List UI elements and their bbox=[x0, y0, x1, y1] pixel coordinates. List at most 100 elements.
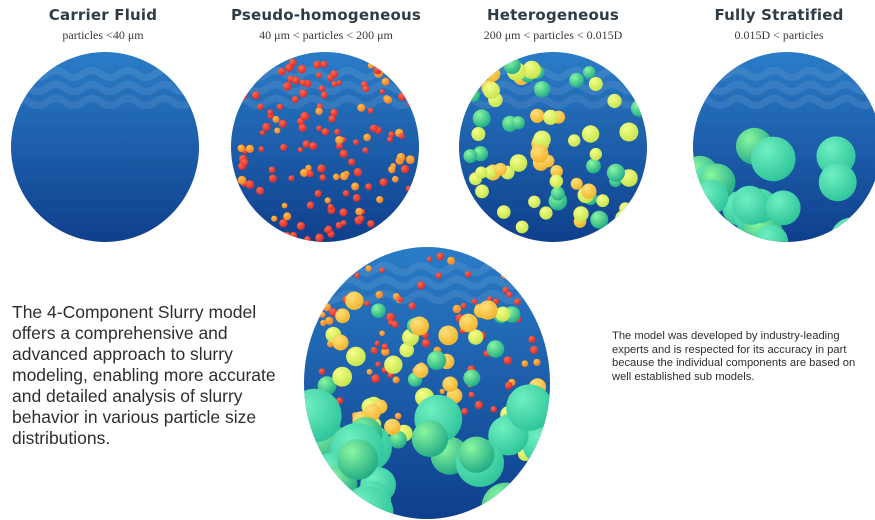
fine-particle bbox=[246, 180, 255, 189]
fine-particle bbox=[384, 96, 392, 104]
phase-title: Heterogeneous bbox=[458, 6, 648, 24]
fine-particle bbox=[322, 128, 329, 135]
heterogeneous-disc bbox=[458, 50, 648, 244]
fine-particle bbox=[365, 265, 371, 271]
fine-particle bbox=[348, 159, 355, 166]
medium-particle bbox=[478, 300, 497, 319]
medium-particle bbox=[589, 77, 603, 91]
fine-particle bbox=[393, 376, 400, 383]
medium-particle bbox=[582, 125, 599, 142]
phase-carrier-fluid: Carrier Fluid particles <40 μm bbox=[8, 0, 198, 43]
coarse-particle bbox=[755, 225, 788, 258]
medium-particle bbox=[495, 307, 510, 322]
fine-particle bbox=[417, 281, 425, 289]
fine-particle bbox=[238, 145, 246, 153]
fine-particle bbox=[238, 176, 247, 185]
fine-particle bbox=[340, 172, 348, 180]
fine-particle bbox=[397, 297, 403, 303]
fine-particle bbox=[422, 339, 430, 347]
fine-particle bbox=[379, 331, 385, 337]
fine-particle bbox=[379, 268, 384, 273]
fine-particle bbox=[531, 276, 537, 282]
medium-particle bbox=[473, 109, 491, 127]
medium-particle bbox=[516, 221, 529, 234]
fine-particle bbox=[381, 58, 389, 66]
medium-particle bbox=[615, 210, 633, 228]
medium-particle bbox=[530, 109, 544, 123]
fine-particle bbox=[436, 253, 444, 261]
fine-particle bbox=[323, 303, 331, 311]
medium-particle bbox=[590, 211, 608, 229]
coarse-particle bbox=[694, 180, 728, 214]
fine-particle bbox=[504, 356, 512, 364]
fine-particle bbox=[292, 96, 299, 103]
fine-particle bbox=[277, 104, 283, 110]
medium-particle bbox=[459, 314, 478, 333]
fine-particle bbox=[447, 257, 455, 265]
fine-particle bbox=[353, 139, 359, 145]
fine-particle bbox=[289, 59, 297, 67]
medium-particle bbox=[333, 335, 349, 351]
fine-particle bbox=[505, 382, 513, 390]
fine-particle bbox=[354, 273, 360, 279]
fine-particle bbox=[262, 123, 270, 131]
coarse-particle bbox=[819, 163, 857, 201]
fine-particle bbox=[527, 292, 532, 297]
model-credibility-text: The model was developed by industry-lead… bbox=[612, 330, 874, 384]
coarse-particle bbox=[458, 437, 494, 473]
fine-particle bbox=[316, 72, 322, 78]
pseudo-homogeneous-disc bbox=[230, 50, 420, 244]
fine-particle bbox=[368, 108, 374, 114]
fine-particle bbox=[315, 234, 324, 243]
fine-particle bbox=[362, 147, 368, 153]
fine-particle bbox=[237, 93, 244, 100]
medium-particle bbox=[504, 57, 521, 74]
fine-particle bbox=[250, 235, 257, 242]
medium-particle bbox=[497, 205, 511, 219]
coarse-particle bbox=[502, 487, 539, 520]
fine-particle bbox=[364, 301, 369, 306]
fine-particle bbox=[407, 100, 414, 107]
fine-particle bbox=[274, 128, 280, 134]
fine-particle bbox=[246, 232, 255, 241]
coarse-particle bbox=[673, 204, 716, 247]
phase-title: Fully Stratified bbox=[684, 6, 874, 24]
phase-heterogeneous: Heterogeneous 200 μm < particles < 0.015… bbox=[458, 0, 648, 43]
medium-particle bbox=[619, 219, 633, 233]
medium-particle bbox=[550, 175, 563, 188]
medium-particle bbox=[512, 116, 525, 129]
fine-particle bbox=[283, 82, 292, 91]
medium-particle bbox=[414, 363, 429, 378]
wave-highlight bbox=[304, 266, 556, 273]
fine-particle bbox=[299, 124, 307, 132]
wave-highlight bbox=[11, 71, 227, 78]
fine-particle bbox=[246, 145, 254, 153]
fine-particle bbox=[300, 79, 306, 85]
fine-particle bbox=[271, 216, 277, 222]
fine-particle bbox=[282, 232, 290, 240]
fine-particle bbox=[367, 220, 374, 227]
medium-particle bbox=[543, 110, 558, 125]
fine-particle bbox=[325, 197, 331, 203]
medium-particle bbox=[371, 303, 386, 318]
fine-particle bbox=[453, 305, 462, 314]
fine-particle bbox=[252, 91, 260, 99]
phase-size-range: 40 μm < particles < 200 μm bbox=[231, 28, 421, 43]
phase-title: Carrier Fluid bbox=[8, 6, 198, 24]
fine-particle bbox=[371, 347, 378, 354]
fine-particle bbox=[307, 170, 314, 177]
medium-particle bbox=[630, 209, 648, 227]
fine-particle bbox=[530, 346, 538, 354]
fine-particle bbox=[328, 115, 335, 122]
coarse-particle bbox=[506, 384, 552, 430]
fine-particle bbox=[280, 144, 287, 151]
fine-particle bbox=[382, 78, 390, 86]
fine-particle bbox=[399, 133, 405, 139]
fine-particle bbox=[502, 287, 508, 293]
fine-particle bbox=[328, 204, 334, 210]
fully-stratified-disc bbox=[692, 50, 875, 244]
fine-particle bbox=[374, 66, 383, 75]
fine-particle bbox=[251, 53, 258, 60]
fine-particle bbox=[370, 125, 378, 133]
fine-particle bbox=[239, 91, 247, 99]
